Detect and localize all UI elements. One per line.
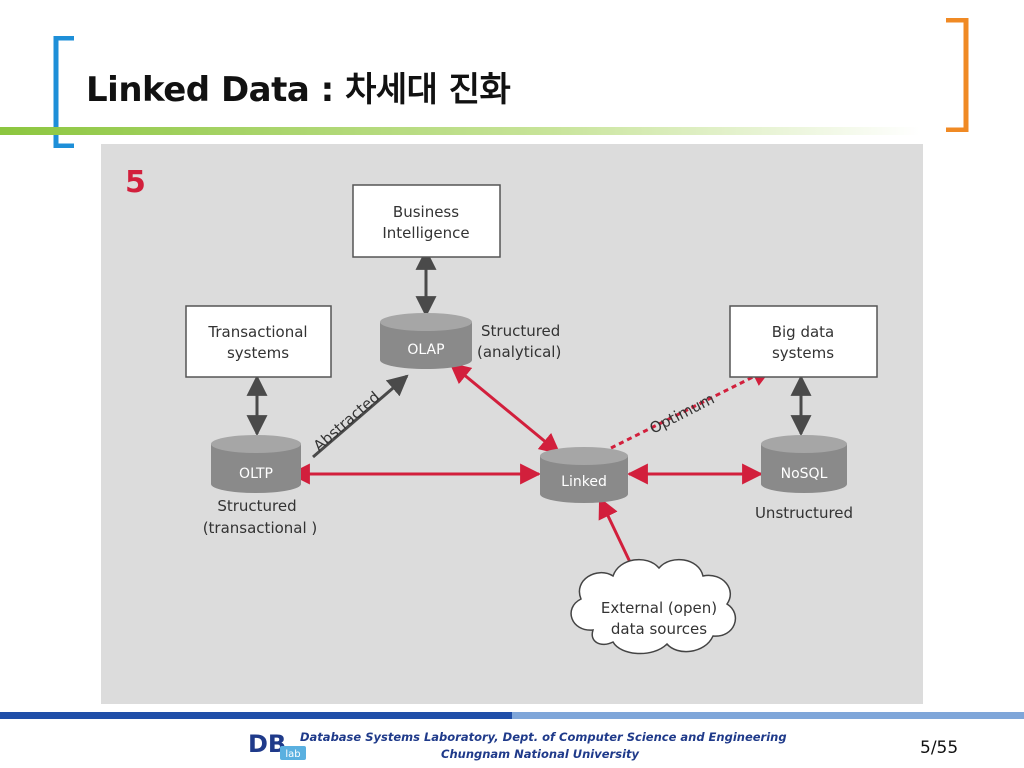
oltp-label: OLTP [239, 466, 273, 482]
svg-text:DB: DB [248, 730, 286, 758]
figure-number: 5 [125, 165, 146, 200]
arrow-optimum [610, 366, 773, 450]
right-bracket [946, 18, 969, 132]
bi-label-line2: Intelligence [382, 224, 469, 242]
title-rule [0, 127, 920, 135]
bi-label-line1: Business [393, 203, 459, 221]
ts-label-line1: Transactional [207, 323, 307, 341]
olap-label: OLAP [407, 342, 444, 358]
olap-caption-line1: Structured [481, 322, 560, 340]
slide-title: Linked Data : 차세대 진화 [86, 70, 511, 110]
db-lab-logo: DB lab [248, 730, 306, 760]
node-linked: Linked [540, 447, 628, 503]
bd-label-line1: Big data [772, 323, 835, 341]
external-label-line1: External (open) [601, 599, 717, 617]
oltp-caption-line2: (transactional ) [203, 519, 318, 537]
left-bracket [53, 36, 74, 148]
bd-label-line2: systems [772, 344, 834, 362]
external-label-line2: data sources [611, 620, 707, 638]
node-big-data-systems: Big data systems [729, 305, 878, 378]
node-oltp: OLTP [211, 435, 301, 493]
linked-data-diagram: 5 Abstracted Optimum Business Intelligen… [101, 144, 923, 704]
olap-caption-line2: (analytical) [477, 343, 561, 361]
page-number: 5/55 [920, 738, 959, 758]
footer-rule [0, 712, 1024, 719]
ts-label-line2: systems [227, 344, 289, 362]
node-transactional-systems: Transactional systems [185, 305, 332, 378]
node-external-data-sources: External (open) data sources [570, 558, 737, 655]
nosql-label: NoSQL [781, 466, 828, 482]
footer-university: Chungnam National University [441, 747, 639, 761]
footer-lab-name: Database Systems Laboratory, Dept. of Co… [300, 730, 787, 744]
svg-text:lab: lab [285, 749, 300, 760]
node-olap: OLAP [380, 313, 472, 369]
node-nosql: NoSQL [761, 435, 847, 493]
arrow-olap-linked [449, 362, 561, 455]
oltp-caption-line1: Structured [217, 497, 296, 515]
arrow-abstracted [312, 374, 409, 459]
nosql-caption: Unstructured [755, 504, 853, 522]
node-business-intelligence: Business Intelligence [352, 184, 501, 258]
linked-label: Linked [561, 474, 607, 490]
